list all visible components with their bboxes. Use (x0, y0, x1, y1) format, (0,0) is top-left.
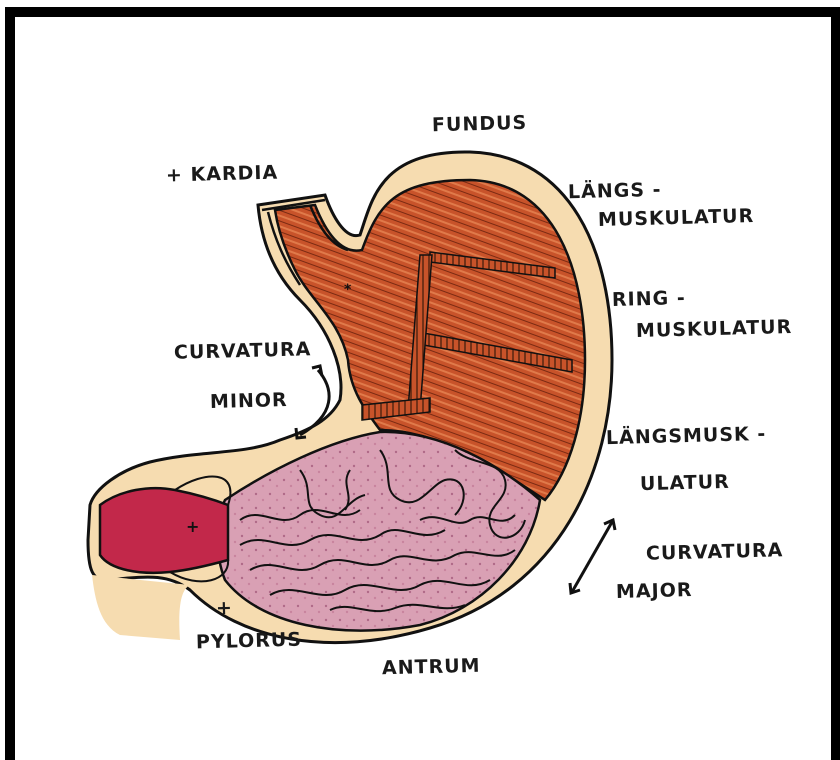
label-langsmuskulatur-1: LÄNGS - (568, 179, 662, 203)
label-curvatura-minor-2: MINOR (210, 389, 288, 413)
pylorus-marker: + (186, 517, 199, 536)
label-ringmuskulatur-1: RING - (612, 287, 686, 311)
label-langsmuskulatur-inner-1: LÄNGSMUSK - (606, 423, 767, 449)
label-pylorus: PYLORUS (196, 629, 303, 654)
curvatura-major-arrow (570, 520, 615, 593)
label-pylorus-plus: + (216, 597, 233, 619)
label-fundus: FUNDUS (432, 112, 528, 136)
label-langsmuskulatur-2: MUSKULATUR (598, 205, 755, 231)
label-langsmuskulatur-inner-2: ULATUR (640, 471, 730, 495)
kardia-marker: * (344, 282, 352, 298)
label-ringmuskulatur-2: MUSKULATUR (636, 316, 793, 342)
label-curvatura-minor-1: CURVATURA (174, 338, 312, 364)
duodenum-stub (92, 575, 190, 640)
label-curvatura-major-1: CURVATURA (646, 539, 784, 565)
label-curvatura-major-2: MAJOR (616, 579, 693, 603)
pyloric-canal (100, 488, 228, 573)
label-kardia: + KARDIA (166, 162, 279, 187)
label-antrum: ANTRUM (382, 655, 481, 680)
